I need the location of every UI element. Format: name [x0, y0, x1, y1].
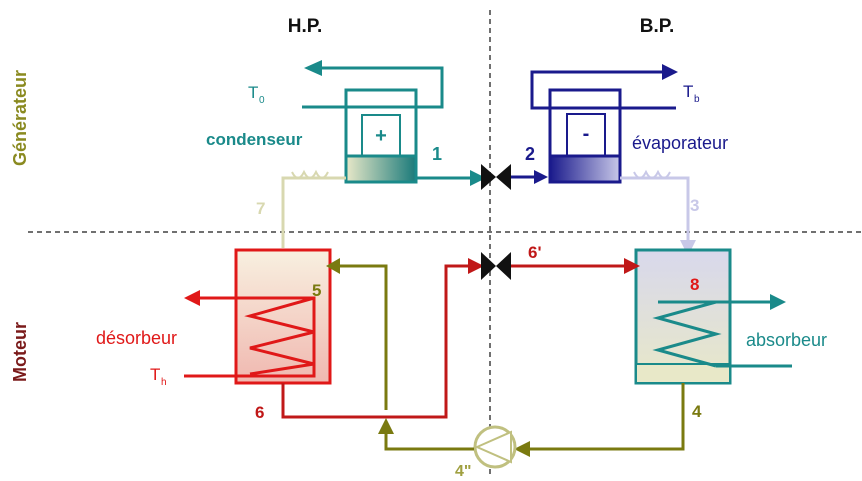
condenser-sign: + [375, 125, 387, 147]
line-4-double-prime-arrowhead [378, 418, 394, 434]
line-5 [332, 264, 388, 410]
evaporator-cooling-arrowhead [662, 64, 678, 80]
evaporator-cooling-loop [530, 70, 676, 110]
line-7 [281, 176, 346, 248]
evaporator-label: évaporateur [632, 133, 728, 153]
desorber-heating-arrowhead [184, 290, 200, 306]
point-1: 1 [432, 144, 442, 164]
line-5-arrowhead [326, 258, 340, 274]
header-hp: H.P. [288, 16, 323, 37]
point-4-double-prime: 4" [455, 463, 471, 480]
point-2: 2 [525, 144, 535, 164]
point-8: 8 [690, 275, 699, 294]
line-7-coil [291, 169, 329, 179]
point-7: 7 [256, 199, 265, 218]
point-4: 4 [692, 402, 702, 421]
condenser-label: condenseur [206, 130, 303, 149]
expansion-valve-top [481, 164, 511, 190]
absorber [634, 248, 732, 385]
t0-subscript: 0 [259, 95, 265, 106]
point-3: 3 [690, 196, 699, 215]
line-4-double-prime [384, 430, 474, 451]
absorber-label: absorbeur [746, 330, 827, 350]
evaporator: - [548, 88, 622, 184]
pump-icon [473, 425, 517, 469]
condenser: + [344, 88, 418, 184]
line-3 [620, 176, 690, 246]
t0-label: T [248, 83, 258, 102]
line-1-arrowhead [470, 170, 486, 186]
point-6-prime: 6' [528, 243, 542, 262]
th-label: T [150, 365, 160, 384]
point-6: 6 [255, 403, 264, 422]
desorber-heating-loop [184, 296, 316, 378]
condenser-cooling-arrowhead [304, 60, 322, 76]
th-subscript: h [161, 377, 167, 388]
line-2-arrowhead [534, 170, 548, 184]
side-label-engine: Moteur [10, 322, 30, 382]
line-6-prime-arrowhead [624, 258, 640, 274]
header-bp: B.P. [640, 16, 675, 37]
absorber-cooling-arrowhead [770, 294, 786, 310]
line-3-coil [633, 169, 671, 179]
expansion-valve-bottom [481, 252, 511, 280]
line-4 [522, 383, 685, 451]
tb-label: T [683, 82, 693, 101]
line-3-arrowhead [680, 240, 696, 256]
tb-subscript: b [694, 94, 700, 105]
line-6 [281, 264, 482, 419]
desorber [234, 248, 332, 385]
line-6-arrowhead [468, 258, 484, 274]
condenser-cooling-loop [302, 66, 444, 109]
line-4-arrowhead [514, 441, 530, 457]
evaporator-sign: - [583, 123, 590, 145]
desorber-label: désorbeur [96, 328, 177, 348]
side-label-generator: Générateur [10, 70, 30, 166]
point-5: 5 [312, 281, 321, 300]
